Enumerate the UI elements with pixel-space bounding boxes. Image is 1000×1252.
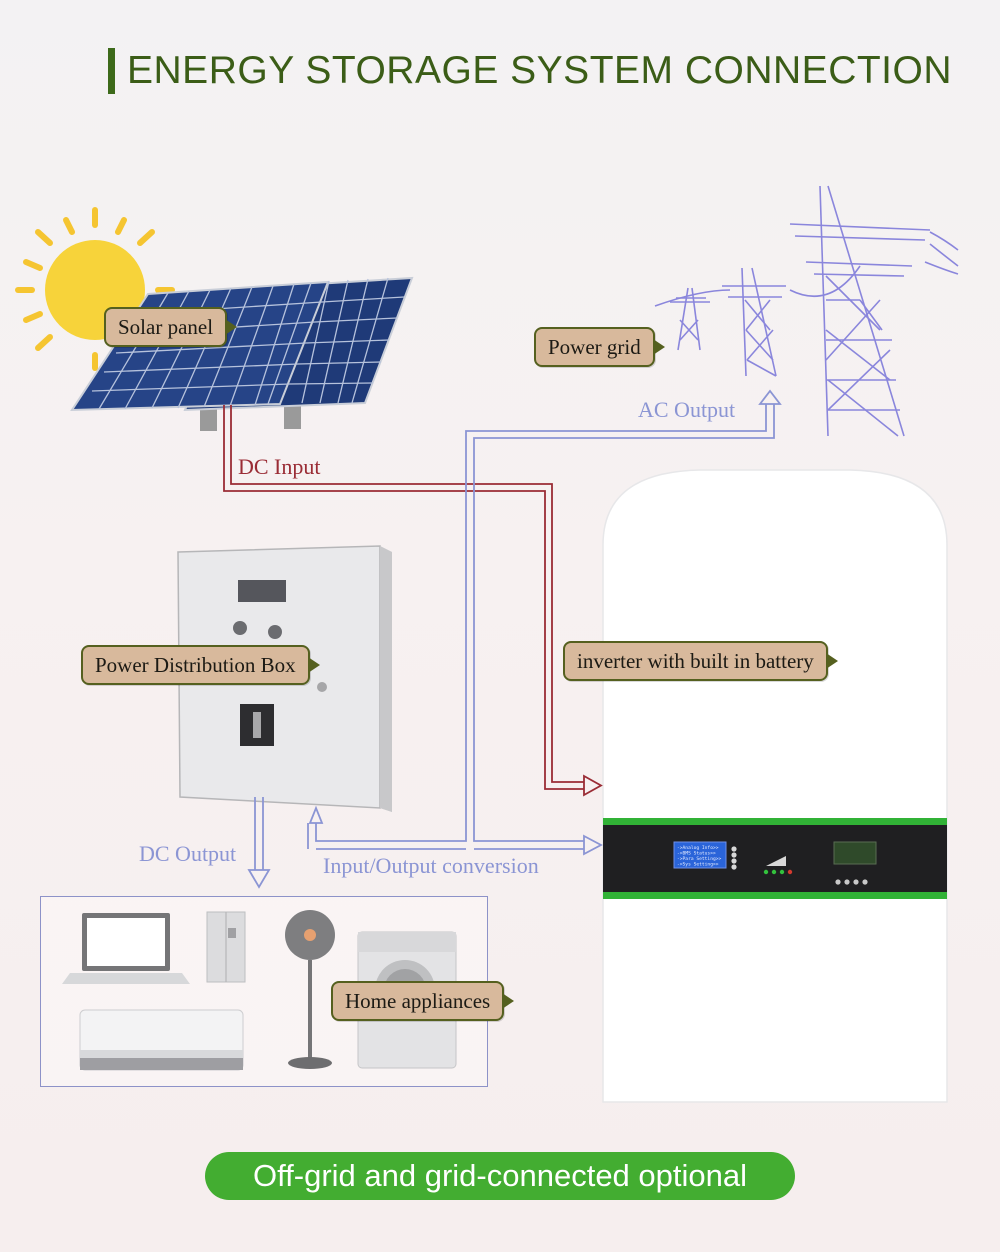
air-conditioner-icon: [79, 1009, 244, 1071]
power-distribution-box-label: Power Distribution Box: [81, 645, 320, 685]
inverter-battery-icon: [602, 469, 948, 1103]
power-grid-towers-icon: [654, 185, 959, 437]
solar-panel-icon: [70, 276, 414, 431]
dc-input-line: [223, 405, 603, 797]
refrigerator-icon: [206, 911, 246, 983]
lcd-line-4: ->Sys Setting>>: [677, 862, 719, 868]
ac-output-label: AC Output: [638, 397, 736, 422]
laptop-icon: [62, 913, 190, 984]
home-appliances-label: Home appliances: [331, 981, 515, 1021]
title-accent-bar: [108, 48, 115, 94]
page-title: ENERGY STORAGE SYSTEM CONNECTION: [127, 49, 953, 92]
power-grid-label: Power grid: [534, 327, 665, 367]
ac-output-line: [307, 389, 782, 856]
solar-panel-label: Solar panel: [104, 307, 238, 347]
lcd-line-1: ->Analog Info>>: [677, 845, 719, 851]
dc-output-label: DC Output: [139, 841, 237, 866]
io-conversion-label: Input/Output conversion: [323, 853, 539, 878]
title-block: ENERGY STORAGE SYSTEM CONNECTION: [108, 48, 952, 94]
dc-input-label: DC Input: [238, 454, 321, 479]
inverter-lcd-text: ->Analog Info>> ->BMS Status>> ->Para Se…: [677, 845, 721, 868]
standing-fan-icon: [285, 910, 335, 1069]
lcd-line-2: ->BMS Status>>: [677, 851, 716, 857]
lcd-line-3: ->Para Setting>>: [677, 856, 721, 862]
off-grid-banner: Off-grid and grid-connected optional: [205, 1152, 795, 1200]
sun-icon: [15, 207, 175, 371]
dc-output-line: [247, 797, 271, 889]
inverter-label: inverter with built in battery: [563, 641, 838, 681]
